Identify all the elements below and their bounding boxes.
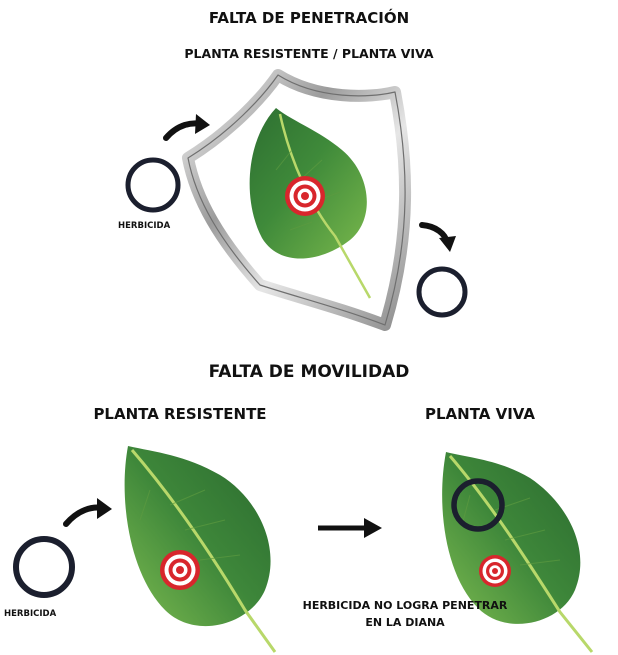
target-icon [160,550,200,590]
herbicide-circle-icon [451,478,505,532]
right-arrow-icon [318,518,382,538]
curved-arrow-icon [163,114,210,141]
target-icon [479,555,511,587]
section-title-penetration: FALTA DE PENETRACIÓN [208,9,410,27]
target-icon [285,176,325,216]
leaf-icon [124,446,277,653]
herbicide-label: HERBICIDA [118,221,171,231]
section-subtitle-penetration: PLANTA RESISTENTE / PLANTA VIVA [184,46,434,61]
plant-resistant-label: PLANTA RESISTENTE [93,405,267,423]
herbicide-label: HERBICIDA [4,609,57,619]
herbicide-note: HERBICIDA NO LOGRA PENETRAR EN LA DIANA [302,599,508,629]
section-title-mobility: FALTA DE MOVILIDAD [208,362,410,382]
herbicide-circle-icon [13,536,75,598]
leaf-icon [442,452,594,653]
plant-alive-label: PLANTA VIVA [424,405,535,423]
herbicide-circle-icon [416,266,468,318]
shield-icon [182,69,412,331]
curved-arrow-icon [419,222,456,252]
curved-arrow-icon [63,498,112,527]
herbicide-circle-icon [125,157,181,213]
